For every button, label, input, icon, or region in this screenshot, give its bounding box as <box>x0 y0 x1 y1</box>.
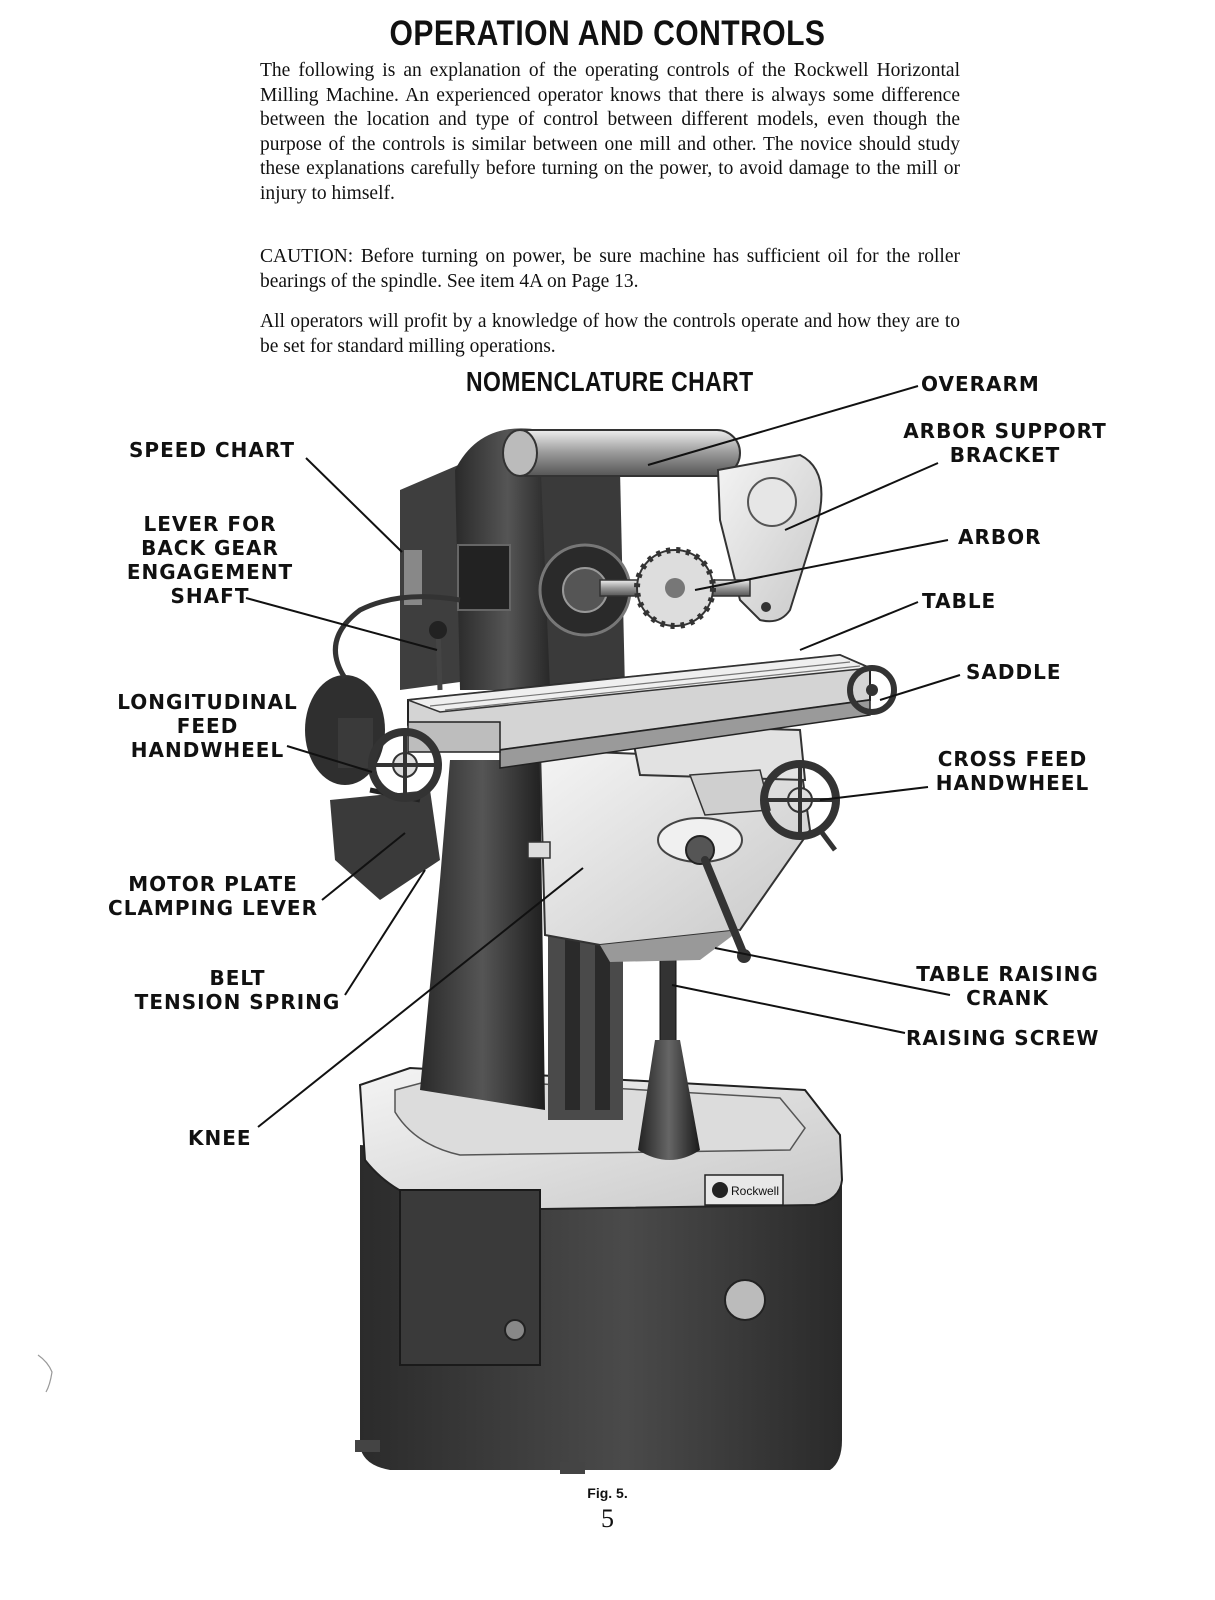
label-knee: KNEE <box>188 1126 252 1150</box>
leader-belt-spring <box>344 869 426 996</box>
leader-arbor <box>694 539 949 591</box>
label-speed-chart: SPEED CHART <box>129 438 295 462</box>
rockwell-logo-icon <box>712 1182 728 1198</box>
label-motor-plate-clamping-lever: MOTOR PLATE CLAMPING LEVER <box>108 872 318 920</box>
leader-table-raising <box>714 947 951 996</box>
label-saddle: SADDLE <box>966 660 1062 684</box>
table <box>407 653 873 769</box>
column-head <box>400 428 632 691</box>
leader-arbor-support <box>784 462 939 531</box>
profit-paragraph: All operators will profit by a knowledge… <box>260 311 960 357</box>
scan-mark <box>37 1354 53 1393</box>
label-belt-tension-spring: BELT TENSION SPRING <box>134 966 341 1014</box>
longitudinal-handwheel <box>368 728 442 802</box>
nameplate-text: Rockwell <box>731 1184 779 1198</box>
raising-crank-knob-icon <box>737 949 751 963</box>
figure-caption: Fig. 5. <box>587 1485 628 1501</box>
label-back-gear-lever: LEVER FOR BACK GEAR ENGAGEMENT SHAFT <box>126 512 294 608</box>
leader-motor-plate <box>321 832 406 901</box>
label-arbor: ARBOR <box>958 525 1042 549</box>
leader-knee <box>257 867 584 1128</box>
intro-paragraph: The following is an explanation of the o… <box>260 60 960 204</box>
leader-lines <box>245 385 961 1128</box>
label-cross-feed-handwheel: CROSS FEED HANDWHEEL <box>935 747 1090 795</box>
page-number: 5 <box>601 1504 614 1533</box>
leader-cross-feed <box>819 786 929 801</box>
door-knob-icon <box>504 1319 526 1341</box>
label-arbor-support-bracket: ARBOR SUPPORT BRACKET <box>903 419 1107 467</box>
leader-overarm <box>647 385 919 466</box>
base-cabinet: Rockwell <box>355 1066 844 1474</box>
table-end-handwheel <box>847 665 897 715</box>
caution-paragraph: CAUTION: Before turning on power, be sur… <box>260 246 960 292</box>
label-table-raising-crank: TABLE RAISING CRANK <box>916 962 1099 1010</box>
leader-raising-screw <box>671 984 906 1034</box>
label-table: TABLE <box>922 589 997 613</box>
switch-box <box>457 544 511 611</box>
leader-back-gear <box>245 597 438 651</box>
badge-icon <box>724 1279 766 1321</box>
label-overarm: OVERARM <box>921 372 1040 396</box>
arbor <box>599 547 751 629</box>
overarm <box>502 429 741 477</box>
page-heading: OPERATION AND CONTROLS <box>389 14 826 53</box>
label-raising-screw: RAISING SCREW <box>906 1026 1100 1050</box>
back-gear-lever-knob-icon <box>429 621 447 639</box>
leader-speed-chart <box>305 457 403 553</box>
leader-table <box>799 601 919 651</box>
speed-chart-plate <box>404 550 422 605</box>
nomenclature-chart-title: NOMENCLATURE CHART <box>466 366 754 397</box>
leader-saddle <box>879 674 961 701</box>
label-longitudinal-feed-handwheel: LONGITUDINAL FEED HANDWHEEL <box>117 690 298 762</box>
motor-plate <box>330 787 440 900</box>
leader-longitudinal <box>286 745 373 773</box>
